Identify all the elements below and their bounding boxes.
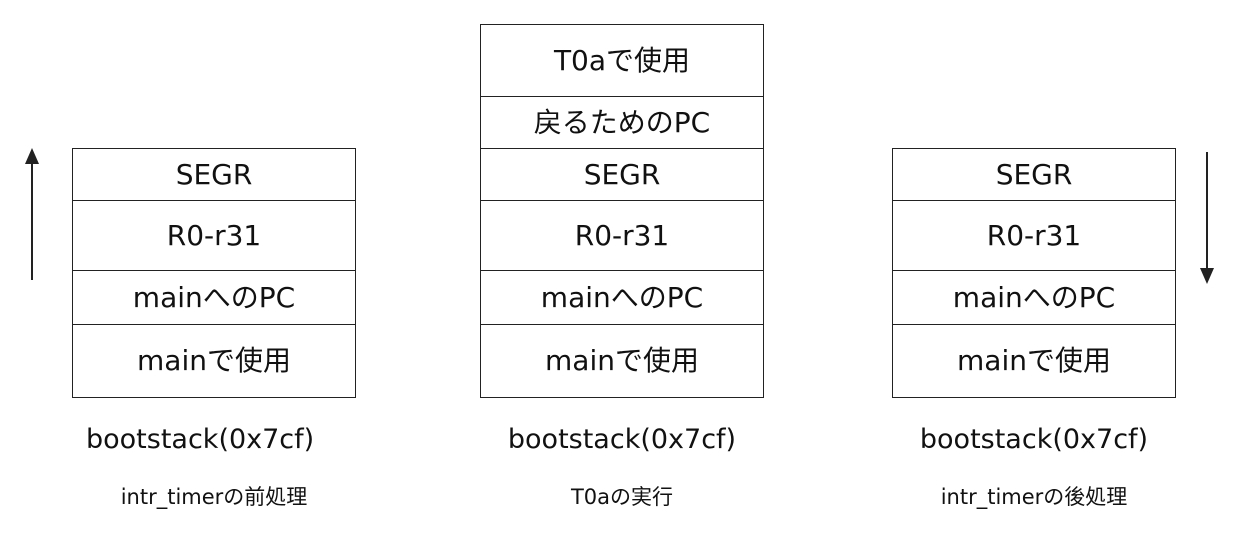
stack-cell-main-used: mainで使用	[72, 324, 356, 398]
stack-intr-timer-pre: SEGR R0-r31 mainへのPC mainで使用	[72, 148, 356, 398]
stack-cell-registers: R0-r31	[480, 200, 764, 272]
stack-cell-segr: SEGR	[480, 148, 764, 202]
stack-caption: bootstack(0x7cf)	[86, 424, 315, 455]
stack-cell-main-used: mainで使用	[480, 324, 764, 398]
pop-direction-arrow-down-icon	[1200, 152, 1214, 284]
stack-subcaption: intr_timerの前処理	[120, 485, 308, 509]
stack-cell-segr: SEGR	[892, 148, 1176, 202]
stack-cell-main-pc: mainへのPC	[72, 270, 356, 326]
stack-subcaption: T0aの実行	[570, 485, 674, 509]
stack-cell-main-used: mainで使用	[892, 324, 1176, 398]
push-direction-arrow-up-icon	[25, 148, 39, 280]
stack-cell-registers: R0-r31	[892, 200, 1176, 272]
stack-caption: bootstack(0x7cf)	[507, 424, 737, 455]
stack-cell-main-pc: mainへのPC	[892, 270, 1176, 326]
stack-t0a-running: T0aで使用 戻るためのPC SEGR R0-r31 mainへのPC main…	[480, 24, 764, 398]
stack-intr-timer-post: SEGR R0-r31 mainへのPC mainで使用	[892, 148, 1176, 398]
stack-cell-t0a-used: T0aで使用	[480, 24, 764, 98]
stack-subcaption: intr_timerの後処理	[940, 485, 1128, 509]
stack-cell-segr: SEGR	[72, 148, 356, 202]
stack-caption: bootstack(0x7cf)	[919, 424, 1149, 455]
stack-cell-return-pc: 戻るためのPC	[480, 96, 764, 150]
stack-cell-registers: R0-r31	[72, 200, 356, 272]
stack-cell-main-pc: mainへのPC	[480, 270, 764, 326]
